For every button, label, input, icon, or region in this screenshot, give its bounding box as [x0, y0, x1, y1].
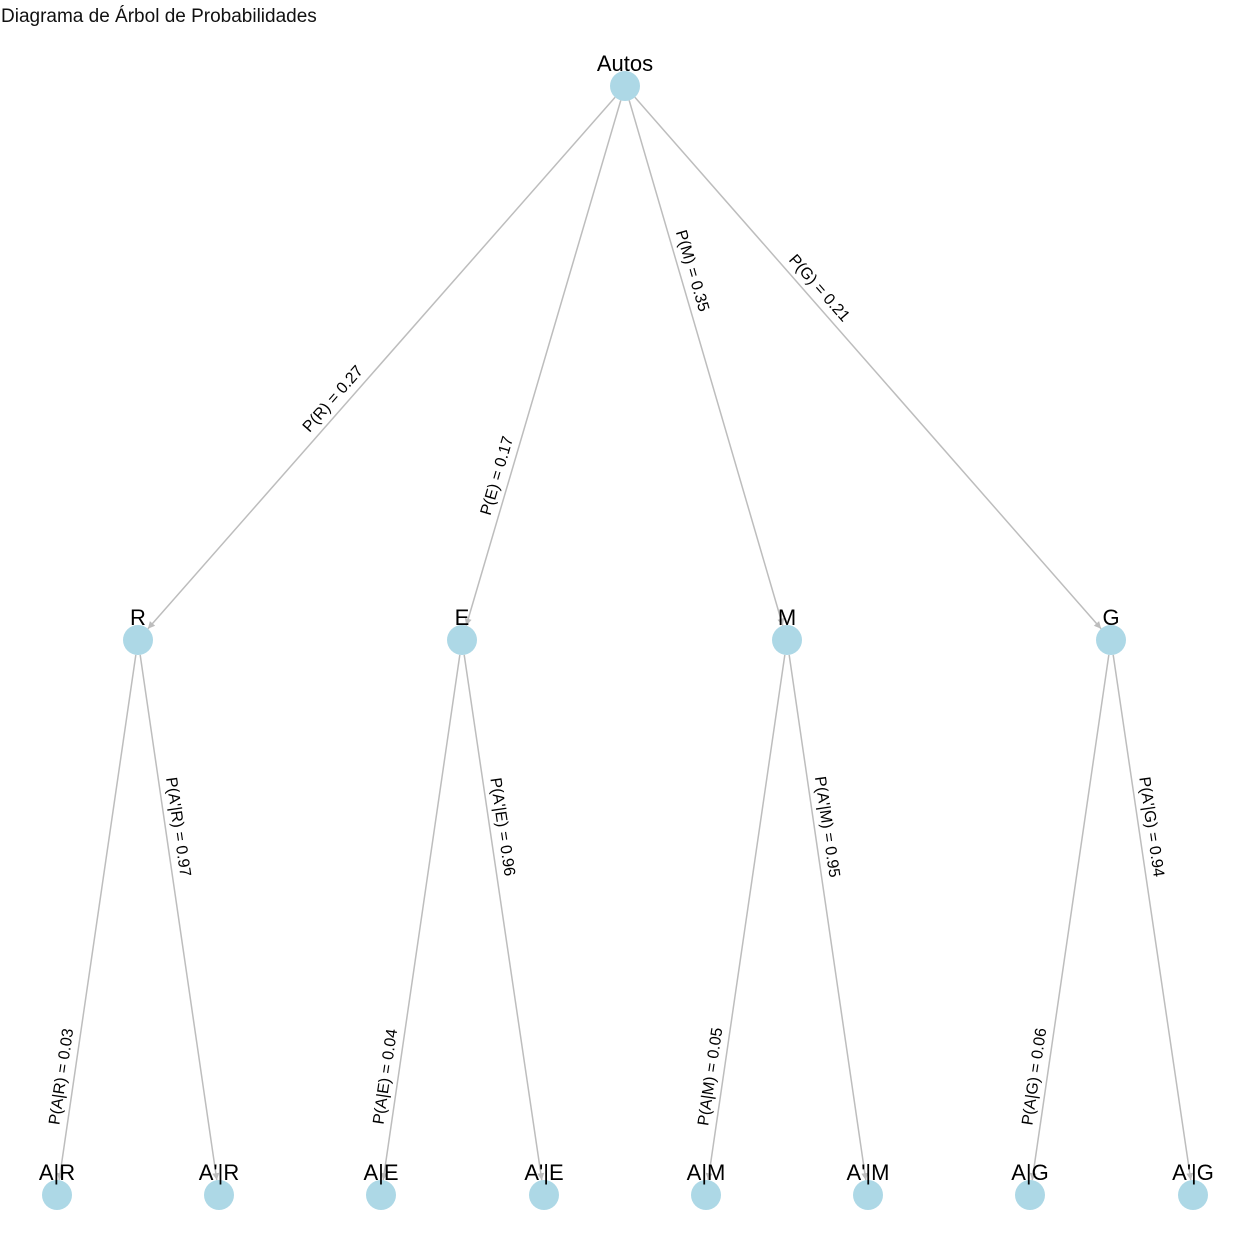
edge-line — [463, 654, 543, 1181]
node-a-m: A|M — [687, 1160, 726, 1210]
arrowhead-icon — [380, 1172, 388, 1181]
node-label: A|M — [687, 1160, 726, 1185]
node-e: E — [447, 605, 477, 655]
node-a2-g: A'|G — [1172, 1160, 1214, 1210]
node-circle — [447, 625, 477, 655]
node-circle — [366, 1180, 396, 1210]
node-circle — [1178, 1180, 1208, 1210]
edge-probability-label: P(A'|E) = 0.96 — [486, 777, 517, 878]
node-label: A'|R — [199, 1160, 239, 1185]
edge-probability-label: P(A|G) = 0.06 — [1019, 1027, 1050, 1127]
edge-line — [1031, 654, 1110, 1181]
edge-line — [634, 96, 1102, 630]
node-a-g: A|G — [1011, 1160, 1049, 1210]
edge-line — [139, 654, 218, 1181]
node-g: G — [1096, 605, 1126, 655]
node-a2-r: A'|R — [199, 1160, 239, 1210]
node-a-e: A|E — [363, 1160, 399, 1210]
edge-probability-label: P(A|R) = 0.03 — [46, 1027, 77, 1126]
edge-probability-label: P(E) = 0.17 — [478, 434, 517, 517]
node-label: A'|E — [524, 1160, 563, 1185]
edge-line — [707, 654, 786, 1181]
edge-line — [58, 654, 137, 1181]
edges-layer: P(R) = 0.27P(E) = 0.17 P(M) = 0.35 P(G) = … — [46, 96, 1194, 1181]
node-label: A|E — [363, 1160, 398, 1185]
edge-probability-label: P(A'|G) = 0.94 — [1135, 776, 1167, 879]
node-circle — [123, 625, 153, 655]
edge-probability-label: P(R) = 0.27 — [300, 363, 367, 436]
edge-line — [382, 654, 461, 1181]
edge-r-to-a-r: P(A|R) = 0.03 — [46, 654, 137, 1181]
node-circle — [691, 1180, 721, 1210]
node-label: Autos — [597, 51, 653, 76]
edge-g-to-a-g: P(A|G) = 0.06 — [1019, 654, 1110, 1181]
edge-m-to-a-m: P(A|M) = 0.05 — [695, 654, 786, 1181]
node-label: M — [778, 605, 796, 630]
edge-line — [147, 96, 616, 630]
node-circle — [1096, 625, 1126, 655]
edge-line — [628, 100, 784, 626]
node-autos: Autos — [597, 51, 653, 101]
edge-probability-label: P(G) = 0.21 — [785, 252, 853, 326]
node-circle — [529, 1180, 559, 1210]
node-circle — [204, 1180, 234, 1210]
edge-line — [788, 654, 867, 1181]
node-label: G — [1102, 605, 1119, 630]
arrowhead-icon — [1186, 1172, 1194, 1181]
edge-line — [1112, 654, 1192, 1181]
edge-autos-to-g: P(G) = 0.21 — [634, 96, 1102, 630]
arrowhead-icon — [56, 1172, 64, 1181]
arrowhead-icon — [777, 617, 785, 626]
edge-probability-label: P(A'|M) = 0.95 — [811, 775, 843, 878]
arrowhead-icon — [537, 1172, 545, 1181]
node-label: A|R — [39, 1160, 75, 1185]
arrowhead-icon — [212, 1172, 220, 1181]
node-label: E — [455, 605, 470, 630]
node-a2-e: A'|E — [524, 1160, 564, 1210]
arrowhead-icon — [147, 621, 156, 629]
node-m: M — [772, 605, 802, 655]
edge-probability-label: P(A|E) = 0.04 — [370, 1028, 401, 1126]
arrowhead-icon — [861, 1172, 869, 1181]
node-circle — [42, 1180, 72, 1210]
arrowhead-icon — [464, 617, 472, 626]
node-circle — [853, 1180, 883, 1210]
diagram-title: Diagrama de Árbol de Probabilidades — [1, 6, 317, 27]
edge-line — [465, 100, 622, 626]
edge-probability-label: P(M) = 0.35 — [672, 228, 712, 314]
arrowhead-icon — [705, 1172, 713, 1181]
node-a2-m: A'|M — [847, 1160, 890, 1210]
edge-r-to-a2-r: P(A'|R) = 0.97 — [139, 654, 220, 1181]
node-label: A'|M — [847, 1160, 890, 1185]
edge-autos-to-r: P(R) = 0.27 — [147, 96, 616, 630]
arrowhead-icon — [1093, 621, 1102, 629]
node-circle — [610, 71, 640, 101]
node-label: A|G — [1011, 1160, 1049, 1185]
edge-e-to-a-e: P(A|E) = 0.04 — [370, 654, 461, 1181]
edge-e-to-a2-e: P(A'|E) = 0.96 — [463, 654, 545, 1181]
node-r: R — [123, 605, 153, 655]
edge-m-to-a2-m: P(A'|M) = 0.95 — [788, 654, 869, 1181]
node-circle — [772, 625, 802, 655]
node-a-r: A|R — [39, 1160, 75, 1210]
arrowhead-icon — [1029, 1172, 1037, 1181]
node-label: R — [130, 605, 146, 630]
node-label: A'|G — [1172, 1160, 1214, 1185]
node-circle — [1015, 1180, 1045, 1210]
edge-probability-label: P(A|M) = 0.05 — [695, 1026, 726, 1126]
edge-g-to-a2-g: P(A'|G) = 0.94 — [1112, 654, 1194, 1181]
edge-probability-label: P(A'|R) = 0.97 — [162, 776, 193, 878]
